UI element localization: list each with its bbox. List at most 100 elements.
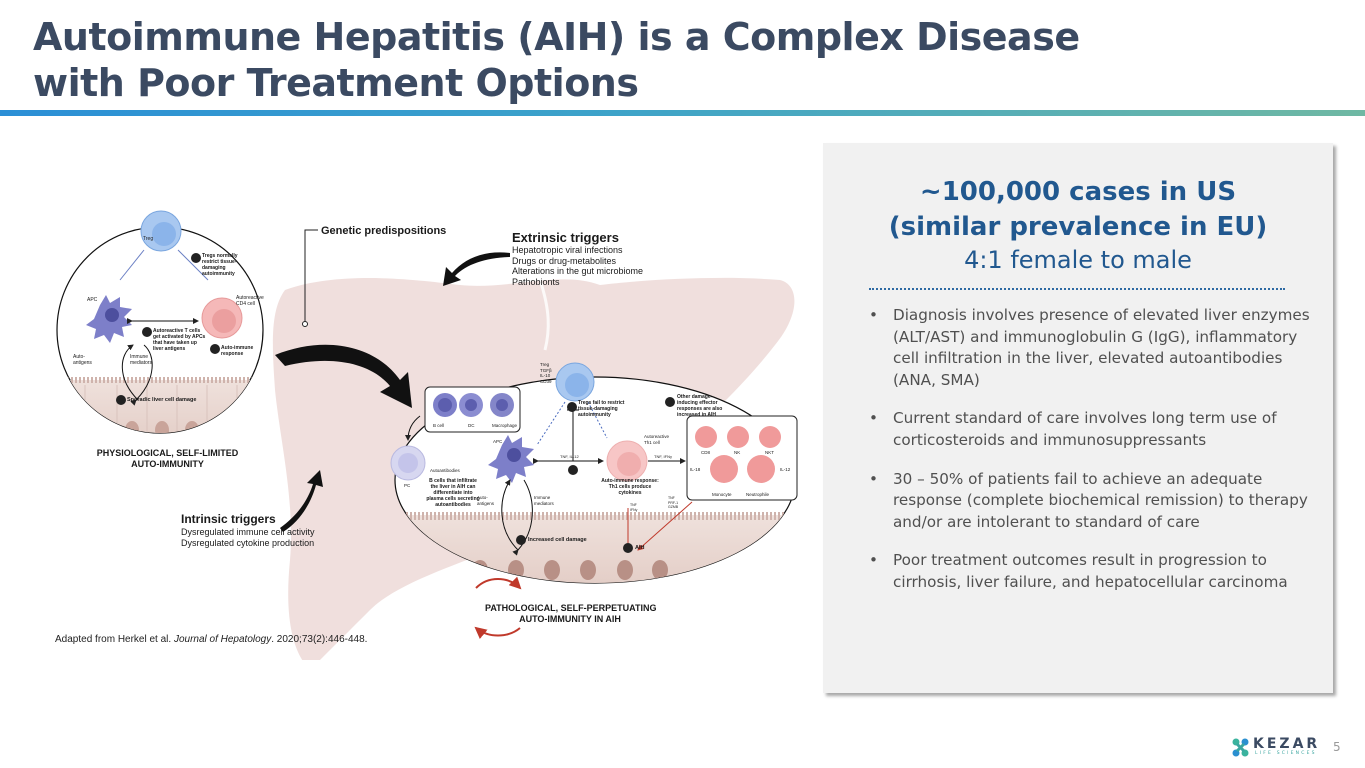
right-step1-text: Increased cell damage (528, 537, 587, 543)
th1-response-line: Th1 cells produce (608, 484, 652, 490)
extrinsic-item: Pathobionts (512, 276, 560, 287)
main-arrow-icon (275, 344, 412, 408)
tnf-prf-line: TNF (668, 496, 675, 500)
citation-journal: Journal of Hepatology (173, 634, 272, 645)
th1-line: Autoreactive (644, 434, 670, 439)
kezar-logo-icon (1232, 738, 1249, 757)
pc-label: PC (404, 483, 411, 488)
right-step4-line: tissue-damaging (578, 406, 618, 412)
left-treg-label: Treg (143, 236, 154, 242)
dotted-divider (869, 288, 1285, 290)
left-auto-antigens-line: Auto- (73, 354, 85, 360)
extrinsic-triggers-heading: Extrinsic triggers (512, 230, 619, 245)
fact-bullet: •Current standard of care involves long … (869, 408, 1319, 451)
tnf-ifn-line: TNF (630, 503, 637, 507)
left-step2-line: liver antigens (153, 346, 186, 352)
fact-bullet-text: Poor treatment outcomes result in progre… (893, 551, 1288, 591)
bcell-note-line: the liver in AIH can (430, 484, 476, 490)
left-step3-line: Auto-immune (221, 345, 254, 351)
right-caption-line: PATHOLOGICAL, SELF-PERPETUATING (485, 603, 657, 613)
prevalence-headline-line-2: (similar prevalence in EU) (888, 212, 1268, 242)
fact-bullet-text: Current standard of care involves long t… (893, 409, 1277, 449)
extrinsic-triggers-list: Hepatotropic viral infections Drugs or d… (512, 245, 643, 287)
citation-prefix: Adapted from Herkel et al. (55, 634, 174, 645)
liver-lobe-divide (538, 279, 550, 351)
bcell-note-line: plasma cells secreting (426, 496, 480, 502)
sex-ratio-subhead: 4:1 female to male (964, 246, 1192, 274)
figure-artwork (56, 210, 798, 660)
macrophage-label: Macrophage (492, 423, 518, 428)
right-step4-line: Tregs fail to restrict (578, 400, 625, 406)
left-step1-text: Sporadic liver cell damage (127, 397, 197, 403)
bcell-note-line: differentiate into (433, 490, 473, 496)
extrinsic-arrow-icon (443, 252, 510, 286)
bullet-icon: • (869, 469, 878, 488)
fact-bullet: • Poor treatment outcomes result in progr… (869, 550, 1319, 593)
right-step3-line: increased in AIH (677, 412, 716, 418)
left-step2-line: get activated by APCs (153, 334, 206, 340)
bcell-note-line: autoantibodies (435, 502, 471, 508)
key-facts-panel: ~100,000 cases in US (similar prevalence… (823, 143, 1333, 693)
left-step2-line: that have taken up (153, 340, 197, 346)
right-circle-inset (390, 362, 798, 584)
bcell-label: B cell (433, 423, 445, 428)
right-immune-mediators-line: mediators (534, 500, 554, 506)
genetic-bracket-dot (302, 321, 308, 327)
effector-label-nkt: NKT (765, 450, 774, 455)
right-auto-antigens-label: Auto-antigens (477, 495, 494, 506)
extrinsic-item: Alterations in the gut microbiome (512, 266, 644, 276)
tnf-prf-line: GZMB (668, 505, 679, 509)
bcell-note-line: B cells that infiltrate (429, 478, 477, 484)
aih-pathogenesis-figure: Genetic predispositions Extrinsic trigge… (40, 140, 810, 660)
extrinsic-item: Drugs or drug-metabolites (512, 255, 617, 266)
tnf-prf-line: PRF-1 (668, 500, 679, 505)
fact-bullet: • Diagnosis involves presence of elevated… (869, 305, 1319, 391)
slide-title-line-1: Autoimmune Hepatitis (AIH) is a Complex … (33, 15, 1080, 59)
cytokines-right-label: TNF, IFNγ (654, 454, 672, 459)
effector-label-neutrophile: Neutrophile (746, 492, 770, 497)
autoantibodies-label: Autoantibodies (430, 468, 460, 473)
left-cd4-line: CD4 cell (236, 301, 255, 307)
prevalence-headline: ~100,000 cases in US (similar prevalence… (823, 175, 1333, 245)
cycle-arrow-bottom-icon (474, 626, 521, 640)
effector-label-monocyte: Monocyte (712, 492, 732, 497)
citation-suffix: . 2020;73(2):446-448. (271, 634, 368, 645)
right-auto-antigens-line: Auto- (477, 495, 488, 500)
left-step4-line: damaging (202, 265, 226, 271)
fact-bullet-text: Diagnosis involves presence of elevated … (893, 306, 1310, 389)
logo-wordmark: KEZAR (1253, 736, 1321, 752)
citation: Adapted from Herkel et al. Journal of He… (55, 634, 367, 645)
bullet-icon: • (869, 306, 878, 324)
right-apc-label: APC (493, 439, 503, 444)
right-caption-line: AUTO-IMMUNITY IN AIH (519, 614, 621, 624)
left-immune-mediators-line: Immune (130, 354, 149, 360)
right-treg-line: TGFβ (540, 367, 552, 373)
th1-response-line: Auto-immune response: (601, 478, 659, 484)
right-step5-text: AIH (635, 545, 645, 551)
intrinsic-triggers-heading: Intrinsic triggers (181, 512, 276, 526)
left-caption-line: PHYSIOLOGICAL, SELF-LIMITED (96, 448, 239, 458)
intrinsic-item: Dysregulated immune cell activity (181, 527, 315, 537)
title-accent-rule (0, 110, 1365, 116)
th1-response-line: cytokines (618, 490, 642, 496)
left-immune-mediators-line: mediators (130, 360, 152, 366)
right-step3-line: inducing effector (677, 400, 718, 406)
effector-label-cd8: CD8 (701, 450, 711, 455)
right-immune-mediators-line: Immune (534, 495, 551, 500)
page-number: 5 (1333, 740, 1341, 754)
genetic-bracket (304, 229, 318, 322)
cycle-arrow-top-icon (475, 576, 522, 590)
bullet-icon: • (869, 551, 878, 570)
